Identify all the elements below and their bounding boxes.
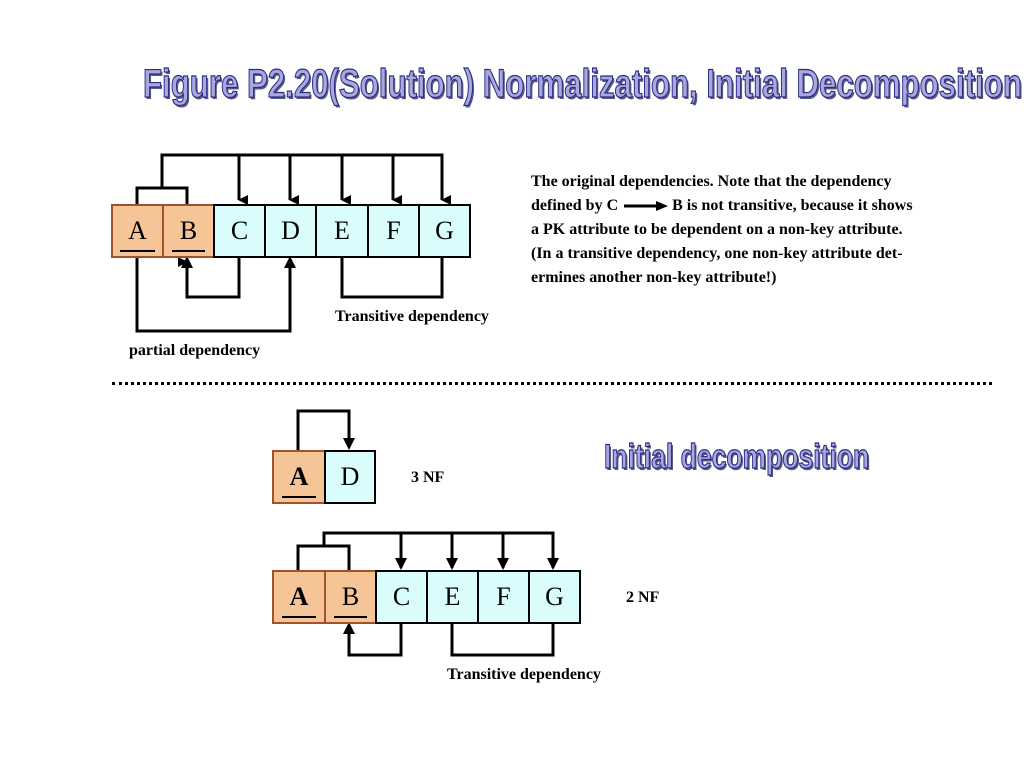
abcefg-cell-c: C bbox=[375, 570, 428, 624]
abcefg-cell-g: G bbox=[528, 570, 581, 624]
original-cell-b: B bbox=[162, 204, 215, 258]
note-line-5: ermines another non-key attribute!) bbox=[531, 269, 777, 286]
ad-attribute-a: A bbox=[281, 462, 317, 498]
transitive-dependency-label: Transitive dependency bbox=[335, 308, 489, 325]
abcefg-cell-f: F bbox=[477, 570, 530, 624]
note-line-1: The original dependencies. Note that the… bbox=[531, 173, 892, 190]
abcefg-attribute-b: B bbox=[333, 582, 368, 618]
right-arrow-icon bbox=[624, 201, 669, 212]
original-cell-f: F bbox=[367, 204, 420, 258]
attribute-b: B bbox=[171, 216, 206, 252]
transitive-dependency-line-2nf bbox=[450, 623, 555, 657]
nf-label-2nf: 2 NF bbox=[626, 589, 660, 606]
slide-title: Figure P2.20(Solution) Normalization, In… bbox=[143, 61, 1023, 106]
original-cell-g: G bbox=[418, 204, 471, 258]
note-line-2-prefix: defined by C bbox=[531, 197, 619, 214]
note-line-3: a PK attribute to be dependent on a non-… bbox=[531, 221, 903, 238]
nf-label-3nf: 3 NF bbox=[411, 469, 445, 486]
original-cell-c: C bbox=[213, 204, 266, 258]
a-to-d-dependency bbox=[296, 409, 351, 450]
ad-cell-a: A bbox=[272, 450, 326, 504]
partial-dependency-label: partial dependency bbox=[129, 342, 261, 359]
abcefg-cell-a: A bbox=[272, 570, 326, 624]
attribute-a: A bbox=[120, 216, 155, 252]
abcefg-attribute-a: A bbox=[281, 582, 317, 618]
abcefg-cell-e: E bbox=[426, 570, 479, 624]
note-line-2: defined by C B is not transitive, becaus… bbox=[531, 194, 1001, 218]
note-line-2-suffix: B is not transitive, because it shows bbox=[672, 197, 913, 214]
c-to-b-dependency bbox=[178, 257, 241, 299]
partial-dependency-line bbox=[135, 257, 292, 333]
full-dependency-bracket bbox=[135, 186, 189, 204]
transitive-dependency-label-2nf: Transitive dependency bbox=[447, 666, 601, 683]
transitive-dependency-line bbox=[340, 257, 444, 299]
c-to-b-dependency-2nf bbox=[347, 623, 403, 657]
abcefg-cell-b: B bbox=[324, 570, 377, 624]
section-divider bbox=[112, 382, 992, 385]
decomposition-title: Initial decomposition bbox=[604, 437, 870, 476]
explanatory-note: The original dependencies. Note that the… bbox=[531, 170, 1001, 290]
ad-cell-d: D bbox=[324, 450, 376, 504]
note-line-4: (In a transitive dependency, one non-key… bbox=[531, 245, 903, 262]
original-cell-a: A bbox=[111, 204, 164, 258]
original-cell-d: D bbox=[264, 204, 317, 258]
original-cell-e: E bbox=[315, 204, 369, 258]
